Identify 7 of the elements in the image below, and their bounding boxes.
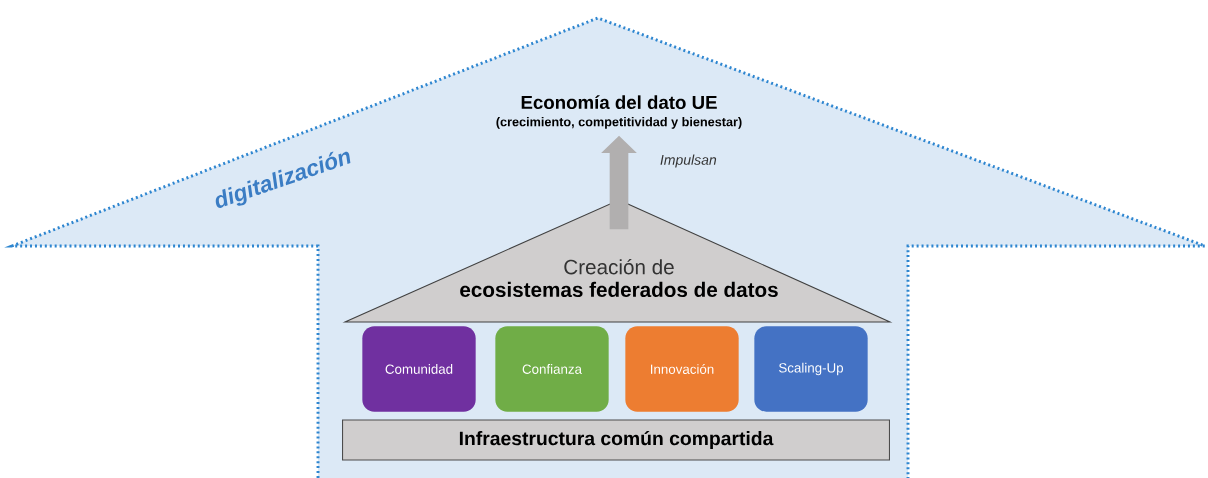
pillar-box: Comunidad (362, 326, 476, 412)
edge-label: Impulsan (660, 154, 717, 168)
pillar-box: Innovación (625, 326, 739, 412)
heading-text: Economía del dato UE (crecimiento, competitividad y bienestar) (496, 95, 742, 129)
base-bar: Infraestructura común compartida (342, 419, 890, 461)
pillar-box: Scaling-Up (754, 326, 868, 412)
pillar-box: Confianza (495, 326, 609, 412)
